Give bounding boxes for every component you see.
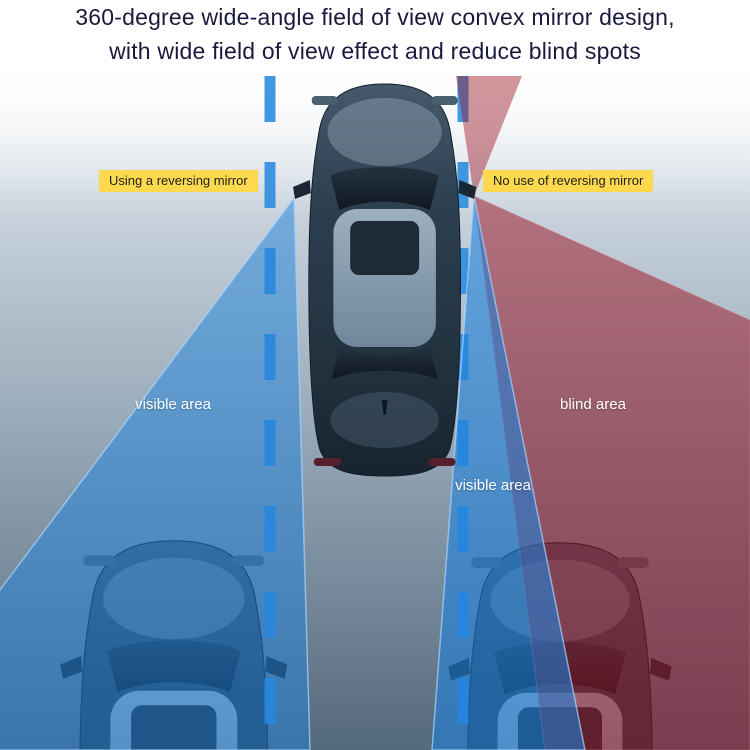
- label-using-mirror: Using a reversing mirror: [99, 170, 258, 192]
- label-visible-area-right: visible area: [455, 477, 531, 494]
- visible-cone-right: [431, 195, 586, 750]
- headline-line-1: 360-degree wide-angle field of view conv…: [75, 4, 675, 30]
- label-blind-area: blind area: [560, 396, 626, 413]
- headline-line-2: with wide field of view effect and reduc…: [109, 38, 641, 64]
- main-car: [292, 83, 477, 477]
- road-scene: Using a reversing mirror No use of rever…: [0, 70, 750, 750]
- label-no-mirror: No use of reversing mirror: [483, 170, 654, 192]
- blind-cone-upper: [456, 76, 522, 196]
- label-visible-area-left: visible area: [135, 396, 211, 413]
- visible-cone-left: [0, 195, 311, 750]
- headline: 360-degree wide-angle field of view conv…: [0, 0, 750, 70]
